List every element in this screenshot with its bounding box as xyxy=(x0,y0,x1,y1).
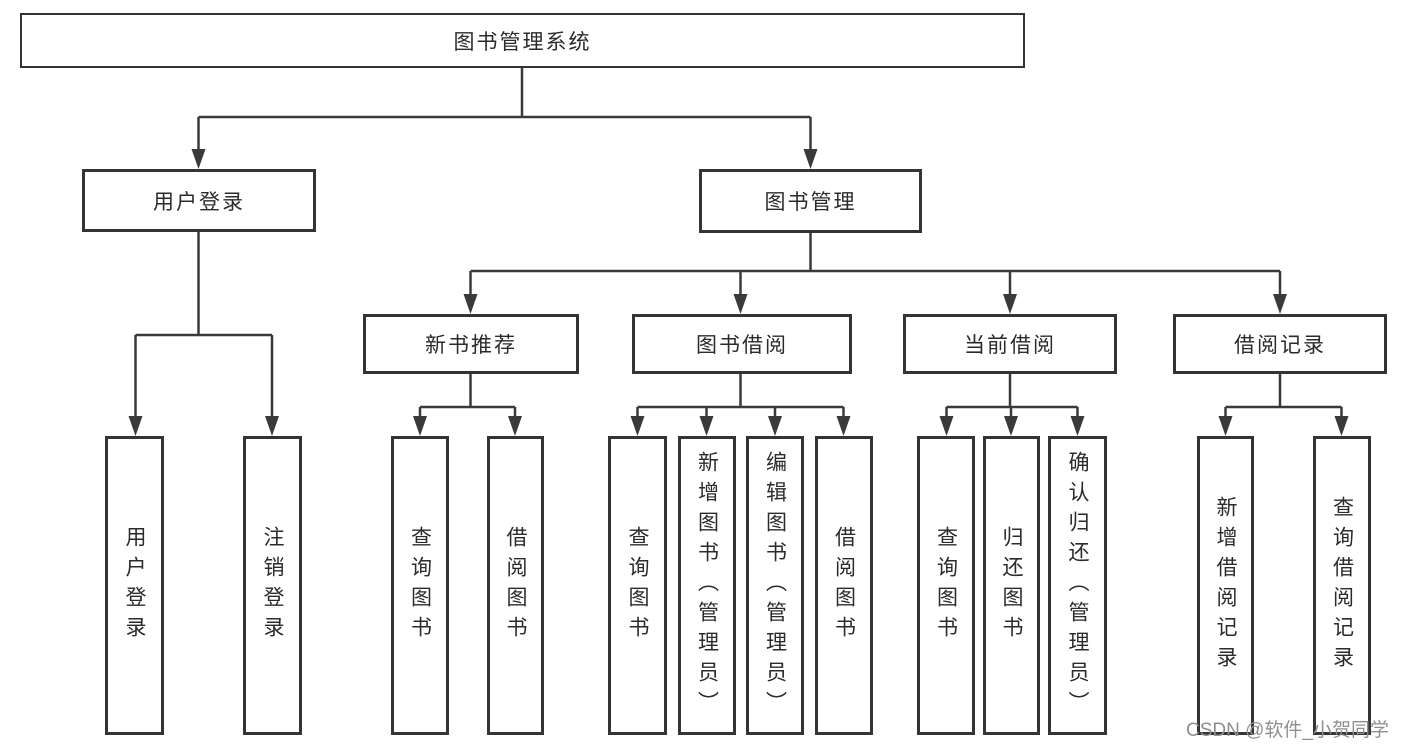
node-label: 用户登录 xyxy=(123,525,146,646)
node-label: 新增借阅记录 xyxy=(1214,495,1237,676)
leaf-return-books: 归还图书 xyxy=(983,436,1040,735)
node-label: 新增图书（管理员） xyxy=(695,450,719,721)
node-label: 借阅图书 xyxy=(504,525,527,646)
node-label: 图书管理系统 xyxy=(453,30,592,54)
node-label: 当前借阅 xyxy=(964,334,1056,357)
node-label: 新书推荐 xyxy=(425,334,517,357)
node-label: 查询图书 xyxy=(626,525,649,646)
node-label: 查询图书 xyxy=(934,525,958,646)
leaf-borrow-books-recommend: 借阅图书 xyxy=(487,436,544,735)
node-label: 用户登录 xyxy=(153,190,245,214)
node-label: 确认归还（管理员） xyxy=(1066,450,1089,721)
leaf-add-borrow-record: 新增借阅记录 xyxy=(1197,436,1254,735)
leaf-edit-books-admin: 编辑图书（管理员） xyxy=(746,436,804,735)
leaf-add-books-admin: 新增图书（管理员） xyxy=(678,436,736,735)
leaf-borrow-books: 借阅图书 xyxy=(815,436,873,735)
node-label: 编辑图书（管理员） xyxy=(763,450,787,721)
node-book-management: 图书管理 xyxy=(699,169,922,233)
node-borrowing-records: 借阅记录 xyxy=(1173,314,1387,374)
leaf-logout: 注销登录 xyxy=(243,436,302,735)
node-label: 注销登录 xyxy=(261,525,284,646)
leaf-user-login: 用户登录 xyxy=(105,436,164,735)
node-label: 图书借阅 xyxy=(696,334,788,357)
node-label: 查询图书 xyxy=(408,525,432,646)
node-label: 查询借阅记录 xyxy=(1330,495,1354,676)
arrowheads xyxy=(128,149,1349,436)
node-label: 借阅图书 xyxy=(832,525,856,646)
leaf-query-borrow-record: 查询借阅记录 xyxy=(1313,436,1371,735)
node-label: 图书管理 xyxy=(764,191,857,214)
node-user-login: 用户登录 xyxy=(82,169,316,232)
node-label: 归还图书 xyxy=(1000,525,1023,646)
node-new-book-recommend: 新书推荐 xyxy=(363,314,579,374)
node-book-borrowing: 图书借阅 xyxy=(632,314,852,374)
leaf-confirm-return-admin: 确认归还（管理员） xyxy=(1048,436,1107,735)
node-label: 借阅记录 xyxy=(1234,334,1326,357)
leaf-query-books-current: 查询图书 xyxy=(917,436,975,735)
node-current-borrowing: 当前借阅 xyxy=(903,314,1117,374)
leaf-query-books-borrowing: 查询图书 xyxy=(608,436,667,735)
csdn-watermark: CSDN @软件_小贺同学 xyxy=(1186,720,1389,741)
node-library-management-system: 图书管理系统 xyxy=(20,13,1025,68)
leaf-query-books-recommend: 查询图书 xyxy=(391,436,449,735)
